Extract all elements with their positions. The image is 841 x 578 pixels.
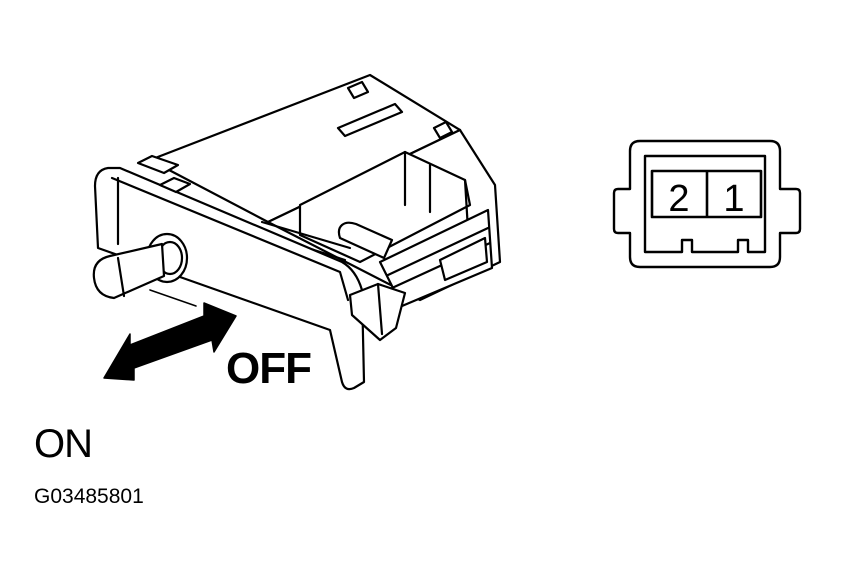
connector-pin-2: 2 bbox=[668, 178, 689, 220]
switch-plunger bbox=[92, 242, 166, 300]
figure-code: G03485801 bbox=[34, 485, 144, 508]
switch-top-tab-right bbox=[158, 176, 192, 194]
connector-icon bbox=[612, 139, 802, 269]
connector-cavity bbox=[643, 154, 767, 254]
switch-top-notch bbox=[346, 80, 370, 100]
double-headed-arrow-icon bbox=[103, 302, 237, 381]
door-switch-illustration bbox=[92, 73, 502, 391]
switch-top-slot bbox=[336, 102, 404, 138]
switch-inner-plunger bbox=[337, 221, 394, 260]
connector-pin-1: 1 bbox=[723, 178, 744, 220]
on-label: ON bbox=[34, 422, 93, 466]
switch-top-notch-rear bbox=[432, 120, 454, 140]
switch-top-tab bbox=[136, 154, 180, 175]
switch-front-flange bbox=[93, 166, 366, 391]
off-label: OFF bbox=[226, 344, 312, 393]
connector-body bbox=[612, 139, 802, 269]
